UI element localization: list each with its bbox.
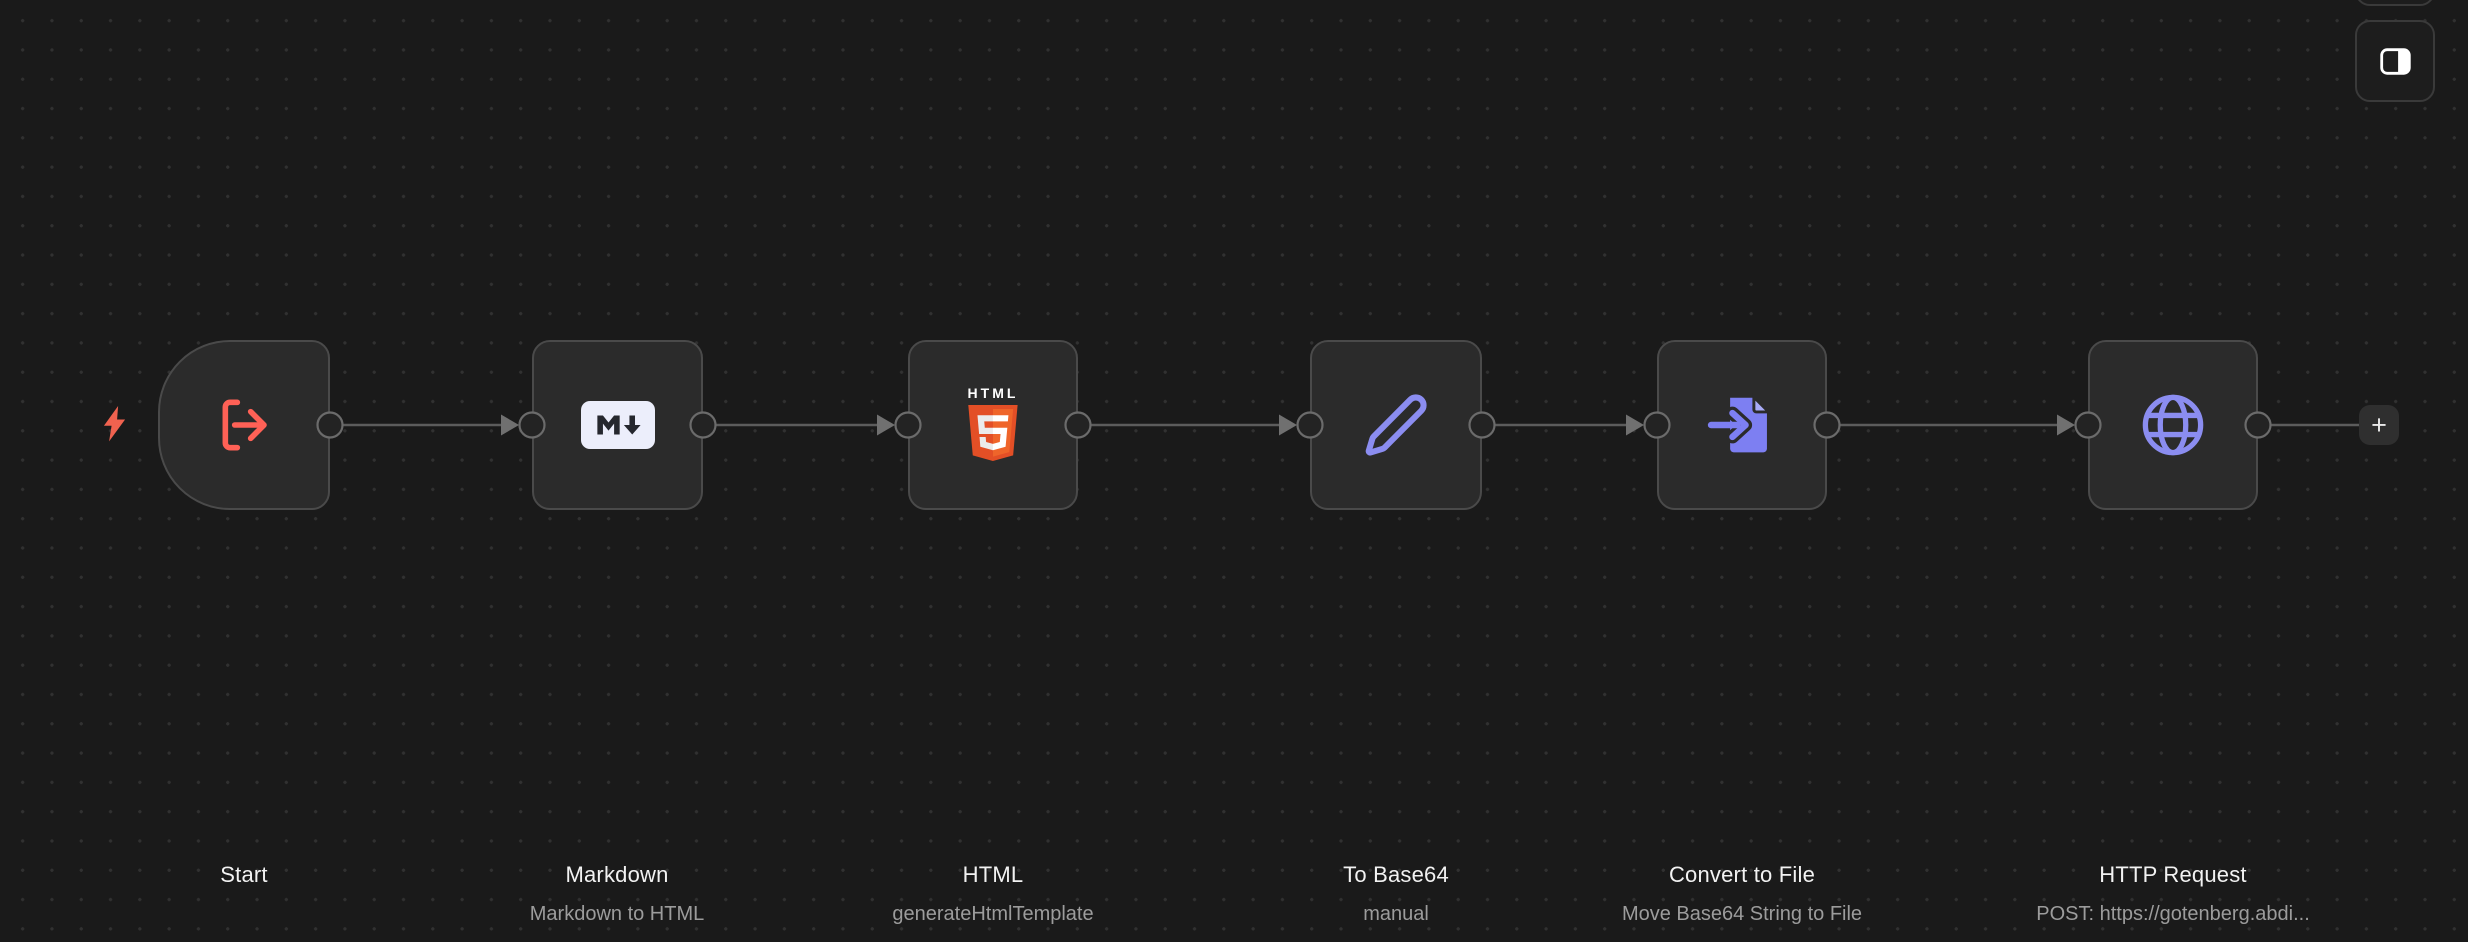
connection-arrowheads xyxy=(501,414,2075,436)
html5-shield xyxy=(968,405,1018,461)
node-label: HTML xyxy=(962,862,1024,887)
node-label: Markdown xyxy=(565,862,669,887)
node-subtitle: generateHtmlTemplate xyxy=(892,903,1094,925)
node-label: HTTP Request xyxy=(2099,862,2247,887)
markdown-glyph xyxy=(596,415,641,435)
node-label: To Base64 xyxy=(1343,862,1449,887)
file-import-icon xyxy=(1707,393,1773,453)
node-start-box[interactable] xyxy=(158,340,330,510)
add-node-button[interactable]: + xyxy=(2359,405,2399,445)
node-markdown-box[interactable] xyxy=(532,340,703,510)
node-start[interactable]: Start xyxy=(158,340,330,887)
node-markdown[interactable]: Markdown Markdown to HTML xyxy=(530,340,704,925)
node-subtitle: Move Base64 String to File xyxy=(1621,903,1863,925)
html5-logo-text: HTML xyxy=(967,385,1019,401)
node-html-box[interactable]: HTML xyxy=(908,340,1078,510)
node-subtitle: POST: https://gotenberg.abdi... xyxy=(2036,903,2310,925)
node-convert-to-file-box[interactable] xyxy=(1657,340,1827,510)
node-to-base64-box[interactable] xyxy=(1310,340,1482,510)
html5-icon: HTML xyxy=(965,385,1021,463)
node-subtitle: Markdown to HTML xyxy=(529,903,705,925)
panel-toggle-button[interactable] xyxy=(2355,20,2435,102)
globe-icon xyxy=(2142,394,2204,456)
log-out-icon xyxy=(222,399,267,451)
node-label: Start xyxy=(220,862,268,887)
markdown-icon xyxy=(580,401,655,449)
toolbar-button-partial[interactable] xyxy=(2355,0,2435,6)
layout-panel-icon xyxy=(2379,47,2411,75)
node-http-request-box[interactable] xyxy=(2088,340,2258,510)
node-html[interactable]: HTML HTML generateHtmlTemplate xyxy=(892,340,1094,925)
node-label: Convert to File xyxy=(1668,862,1816,887)
pencil-icon xyxy=(1365,394,1427,456)
node-subtitle: manual xyxy=(1363,903,1429,925)
node-to-base64[interactable]: To Base64 manual xyxy=(1310,340,1482,925)
node-http-request[interactable]: HTTP Request POST: https://gotenberg.abd… xyxy=(2036,340,2310,925)
plus-icon: + xyxy=(2371,410,2387,440)
node-convert-to-file[interactable]: Convert to File Move Base64 String to Fi… xyxy=(1622,340,1862,925)
trigger-bolt-icon xyxy=(103,406,126,442)
